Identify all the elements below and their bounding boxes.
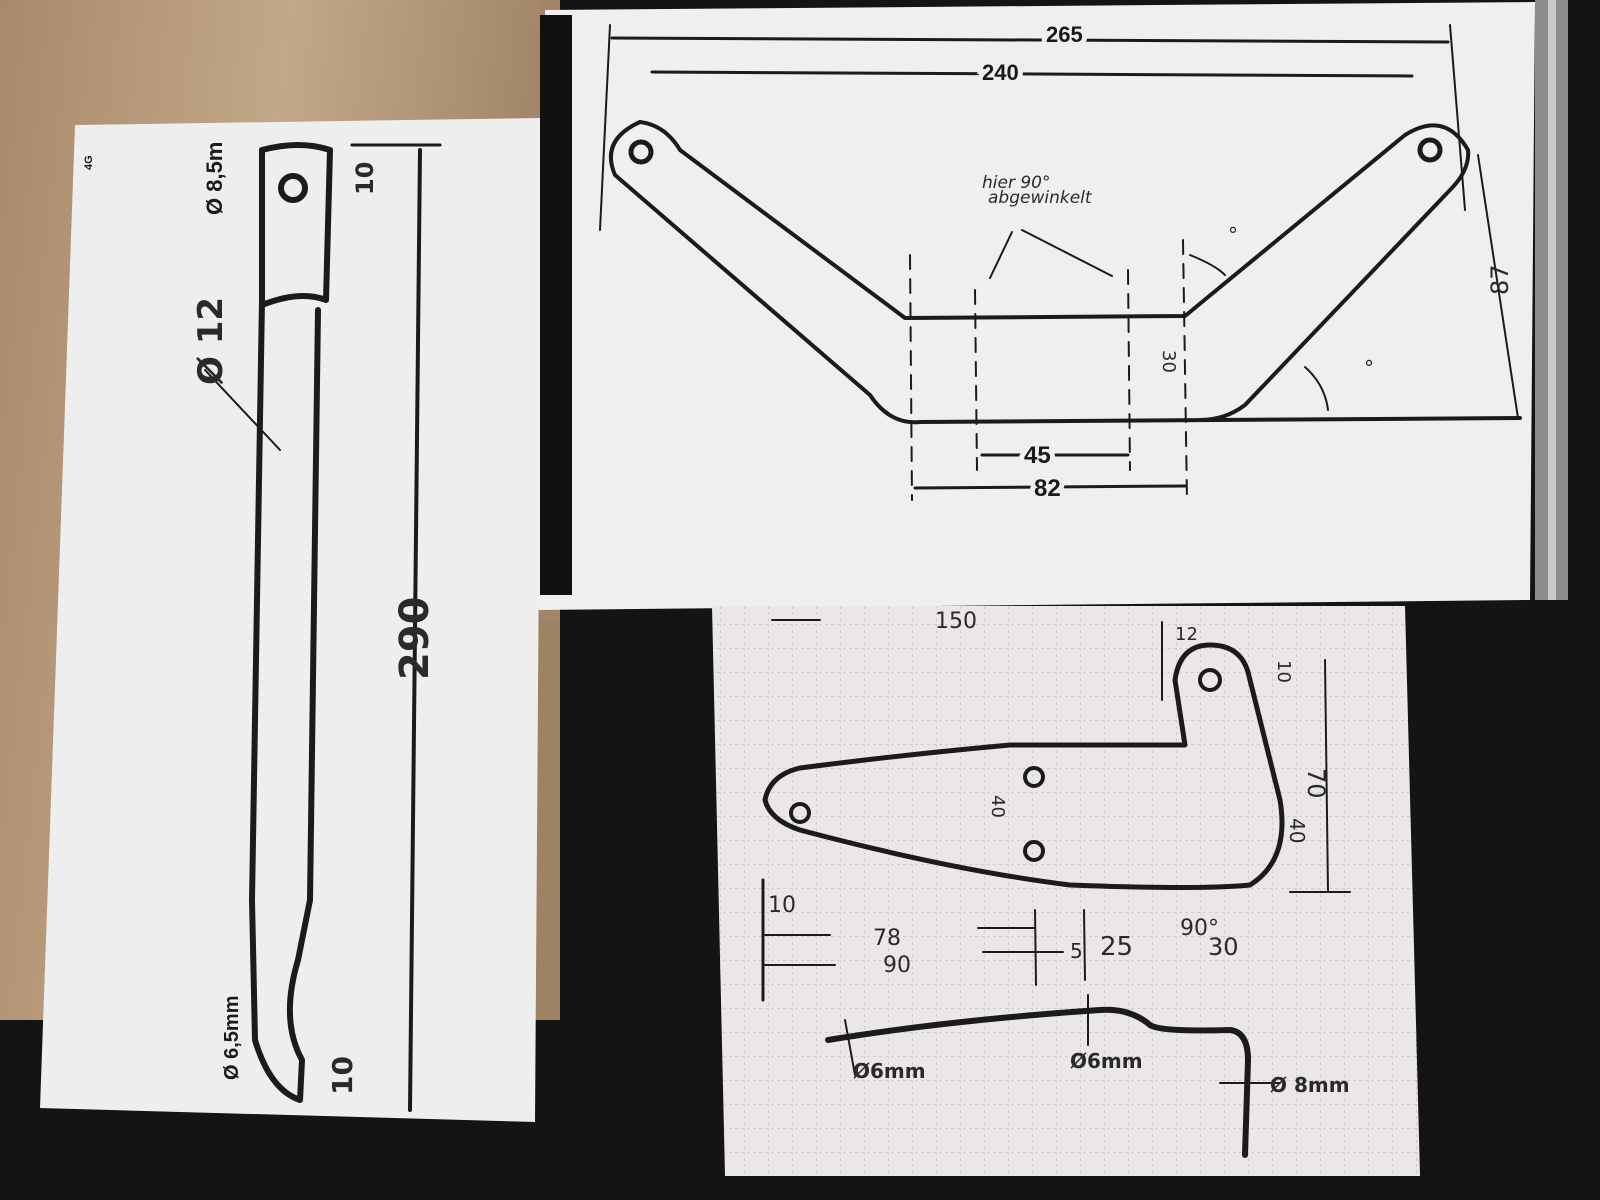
tip-length-label: 10 xyxy=(326,1056,359,1095)
angle-mark-lower: ° xyxy=(1364,356,1374,380)
overall-length-label: 150 xyxy=(935,609,977,634)
top-sheet-bracket-drawing: 265 240 hier 90° abgewinkelt 45 82 87 30… xyxy=(537,2,1535,610)
dim-25-label: 25 xyxy=(1100,932,1133,962)
metal-edge-shine xyxy=(1548,0,1556,600)
rod-diameter-2-label: Ø6mm xyxy=(1070,1049,1143,1073)
rod-diameter-3-label: Ø 8mm xyxy=(1270,1073,1350,1097)
bottom-sheet-plate-drawing: 150 12 10 40 70 40 10 78 90 5 25 90° 30 … xyxy=(712,606,1420,1176)
tab-width-label: 12 xyxy=(1175,624,1198,645)
angle-mark-upper: ° xyxy=(1228,223,1238,247)
lower-height-label: 40 xyxy=(1285,818,1309,843)
bend-note-line2: abgewinkelt xyxy=(988,188,1093,208)
total-length-label: 290 xyxy=(392,597,438,681)
left-sheet-rod-drawing: 4G Ø 8,5m Ø 12 10 290 Ø 6,5mm 10 xyxy=(40,118,542,1122)
black-border-strip xyxy=(540,15,572,595)
left-offset-label: 10 xyxy=(768,893,796,918)
right-height-label: 70 xyxy=(1302,768,1330,799)
angle-label: 90° xyxy=(1180,916,1219,941)
dim-30-label: 30 xyxy=(1208,933,1239,961)
dim-90-label: 90 xyxy=(883,953,911,978)
height-label: 87 xyxy=(1486,264,1514,295)
dim-78-label: 78 xyxy=(873,926,901,951)
photo-of-technical-drawings: 4G Ø 8,5m Ø 12 10 290 Ø 6,5mm 10 265 240… xyxy=(0,0,1568,1176)
bend-note-line1: hier 90° xyxy=(982,173,1050,193)
tab-height-label: 10 xyxy=(1273,660,1294,683)
rod-diameter-1-label: Ø6mm xyxy=(853,1059,926,1083)
inner-width-label: 45 xyxy=(1024,442,1051,469)
outer-width-label: 82 xyxy=(1034,475,1061,502)
tip-diameter-label: Ø 6,5mm xyxy=(221,996,243,1080)
hole-spacing-label: 240 xyxy=(982,60,1019,85)
phone-status-text: 4G xyxy=(83,155,95,170)
hole-spacing-label: 40 xyxy=(987,795,1008,818)
hole-diameter-label: Ø 8,5m xyxy=(202,142,227,215)
dim-5-label: 5 xyxy=(1070,939,1083,963)
overall-width-label: 265 xyxy=(1046,22,1083,47)
rod-diameter-label: Ø 12 xyxy=(191,297,231,385)
flange-label: 30 xyxy=(1158,350,1179,373)
top-length-label: 10 xyxy=(351,162,379,195)
